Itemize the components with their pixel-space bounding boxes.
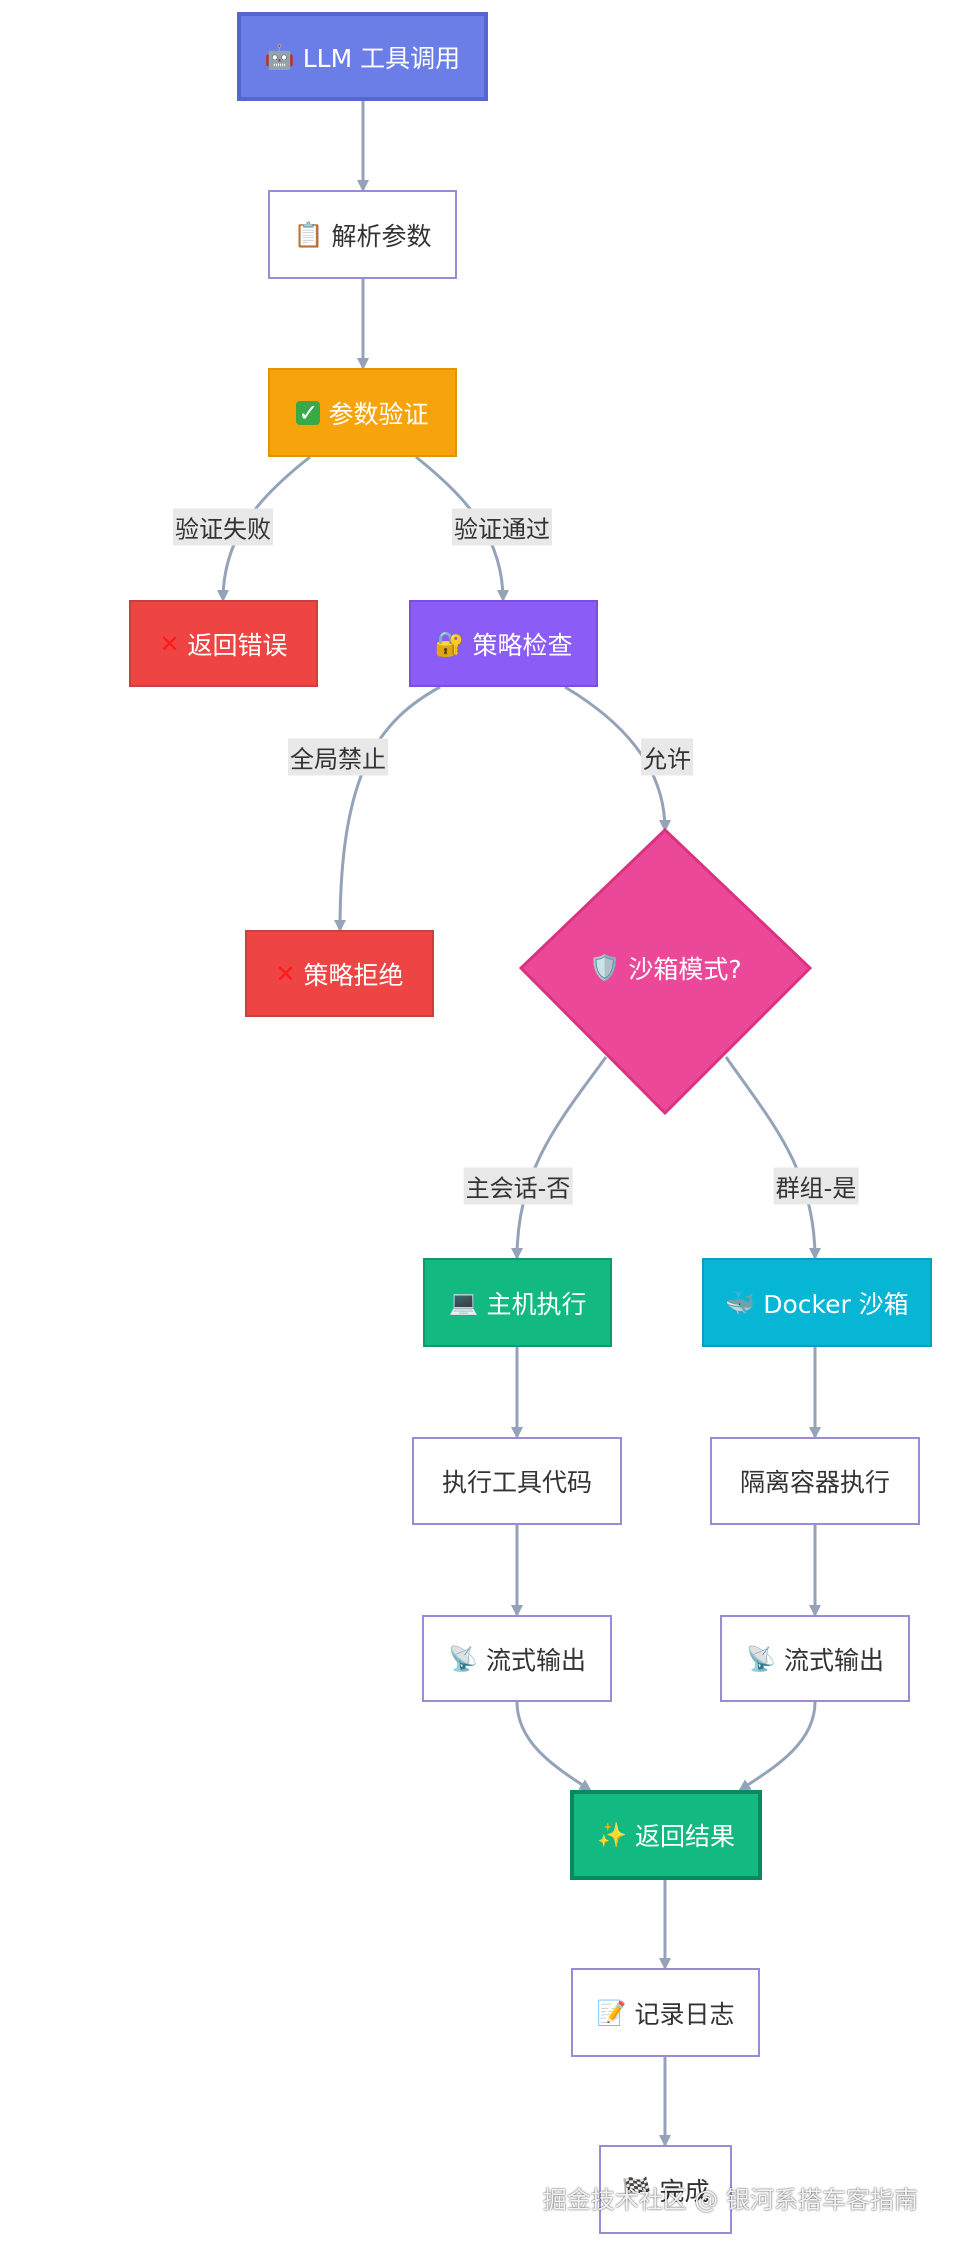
edge-sandbox-to-host — [511, 1056, 608, 1260]
host-exec-node: 💻 主机执行 — [423, 1258, 612, 1347]
edge-policy-to-reject — [334, 685, 441, 932]
validate-params-node: ✓ 参数验证 — [268, 368, 457, 457]
edge-label-validation-failed: 验证失败 — [173, 508, 273, 546]
isolated-exec-label: 隔离容器执行 — [739, 1468, 890, 1497]
edge-label-main-session-no: 主会话-否 — [463, 1167, 573, 1205]
edge-label-allowed: 允许 — [641, 738, 693, 776]
policy-check-label: 策略检查 — [472, 630, 573, 660]
stream-output-left-node: 📡 流式输出 — [422, 1615, 612, 1702]
docker-sandbox-label: Docker 沙箱 — [763, 1289, 909, 1319]
isolated-exec-node: 隔离容器执行 — [710, 1437, 920, 1525]
cross-icon: ✕ — [275, 959, 296, 988]
done-label: 完成 — [659, 2176, 710, 2206]
stream-output-right-node: 📡 流式输出 — [720, 1615, 910, 1702]
lock-icon: 🔐 — [434, 629, 465, 658]
satellite-icon: 📡 — [448, 1644, 478, 1673]
return-error-node: ✕ 返回错误 — [129, 600, 318, 687]
sandbox-mode-decision — [518, 827, 813, 1116]
check-mark-icon: ✓ — [296, 398, 321, 427]
parse-params-label: 解析参数 — [331, 221, 432, 251]
edge-label-globally-forbidden: 全局禁止 — [288, 738, 388, 776]
edge-label-group-yes: 群组-是 — [773, 1167, 859, 1205]
policy-check-node: 🔐 策略检查 — [409, 600, 598, 687]
clipboard-icon: 📋 — [293, 220, 324, 249]
edge-label-validation-passed: 验证通过 — [452, 508, 552, 546]
sandbox-mode-label-wrap: 🛡️ 沙箱模式? — [521, 938, 810, 998]
laptop-icon: 💻 — [448, 1288, 479, 1317]
edge-stream-right-to-result — [738, 1701, 817, 1792]
edge-stream-left-to-result — [515, 1701, 592, 1792]
exec-tool-code-label: 执行工具代码 — [441, 1468, 592, 1497]
watermark: 掘金技术社区 @ 银河系搭车客指南 — [542, 2186, 918, 2214]
parse-params-node: 📋 解析参数 — [268, 190, 457, 279]
sandbox-mode-label: 沙箱模式? — [628, 955, 742, 984]
memo-icon: 📝 — [596, 1998, 627, 2027]
host-exec-label: 主机执行 — [486, 1289, 587, 1319]
robot-icon: 🤖 — [264, 42, 295, 71]
edge-policy-to-sandbox — [564, 685, 671, 832]
edge-sandbox-to-docker — [724, 1056, 821, 1260]
llm-call-node: 🤖 LLM 工具调用 — [237, 12, 488, 101]
write-log-label: 记录日志 — [634, 1999, 735, 2029]
validate-params-label: 参数验证 — [328, 399, 429, 429]
return-result-node: ✨ 返回结果 — [570, 1790, 762, 1880]
shield-icon: 🛡️ — [589, 953, 621, 982]
whale-icon: 🐳 — [725, 1288, 756, 1317]
checkered-flag-icon: 🏁 — [621, 2175, 652, 2204]
satellite-icon: 📡 — [746, 1644, 776, 1673]
llm-call-label: LLM 工具调用 — [302, 43, 461, 73]
sparkles-icon: ✨ — [597, 1821, 627, 1849]
write-log-node: 📝 记录日志 — [571, 1968, 760, 2057]
stream-output-left-label: 流式输出 — [485, 1645, 586, 1675]
return-error-label: 返回错误 — [187, 630, 288, 660]
done-node: 🏁 完成 — [599, 2145, 732, 2234]
policy-reject-label: 策略拒绝 — [303, 960, 404, 990]
docker-sandbox-node: 🐳 Docker 沙箱 — [702, 1258, 932, 1347]
return-result-label: 返回结果 — [634, 1822, 735, 1851]
cross-icon: ✕ — [159, 629, 180, 658]
stream-output-right-label: 流式输出 — [783, 1645, 884, 1675]
policy-reject-node: ✕ 策略拒绝 — [245, 930, 434, 1017]
exec-tool-code-node: 执行工具代码 — [412, 1437, 622, 1525]
